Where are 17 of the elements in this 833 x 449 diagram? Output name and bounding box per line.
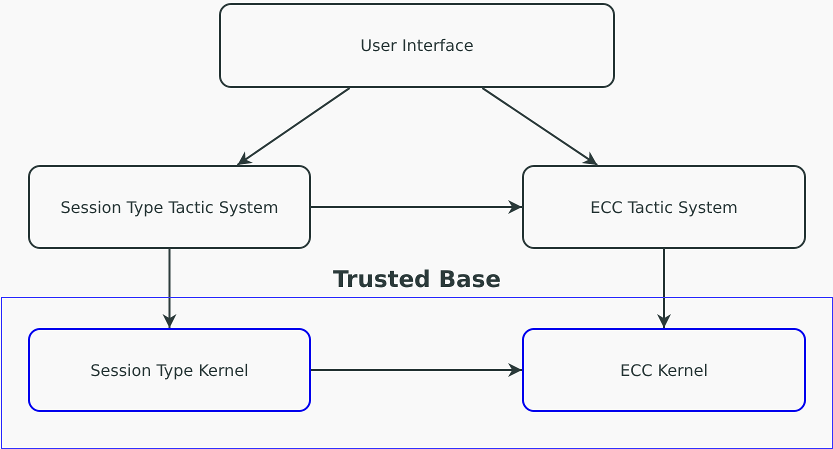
node-label: User Interface — [360, 36, 474, 55]
arrow — [311, 200, 522, 214]
kernel-box — [28, 328, 311, 412]
process-box — [28, 165, 311, 249]
arrow — [657, 249, 671, 328]
node-label: ECC Kernel — [620, 360, 708, 380]
process-box — [522, 165, 806, 249]
kernel-box — [522, 328, 806, 412]
group-heading: Trusted Base — [332, 267, 502, 293]
arrow — [482, 87, 598, 166]
arrow — [236, 87, 350, 166]
arrow — [311, 363, 522, 377]
node-label: Session Type Tactic System — [60, 198, 278, 216]
node-label: Session Type Kernel — [90, 360, 249, 380]
process-box — [219, 3, 615, 88]
arrow — [162, 249, 176, 328]
node-label: ECC Tactic System — [590, 198, 738, 216]
